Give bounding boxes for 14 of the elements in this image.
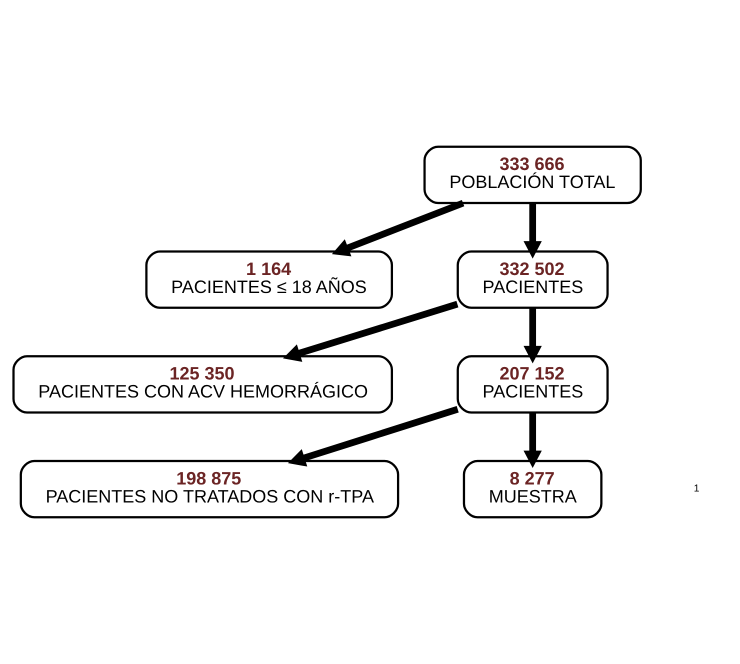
arrow xyxy=(331,200,464,256)
node-box: 207 152 PACIENTES xyxy=(456,355,608,414)
arrow xyxy=(287,406,458,467)
arrow xyxy=(523,412,542,468)
node-box: 1 164 PACIENTES ≤ 18 AÑOS xyxy=(144,250,393,309)
node-box: 8 277 MUESTRA xyxy=(462,460,602,518)
node-box: 125 350 PACIENTES CON ACV HEMORRÁGICO xyxy=(12,355,393,414)
node-box: 332 502 PACIENTES xyxy=(456,250,608,309)
arrow xyxy=(523,204,542,259)
node-box: 198 875 PACIENTES NO TRATADOS CON r-TPA xyxy=(19,460,399,518)
arrow xyxy=(523,308,542,364)
node-box: 333 666 POBLACIÓN TOTAL xyxy=(422,146,642,204)
label: 1 xyxy=(693,484,699,495)
arrow xyxy=(282,300,458,362)
